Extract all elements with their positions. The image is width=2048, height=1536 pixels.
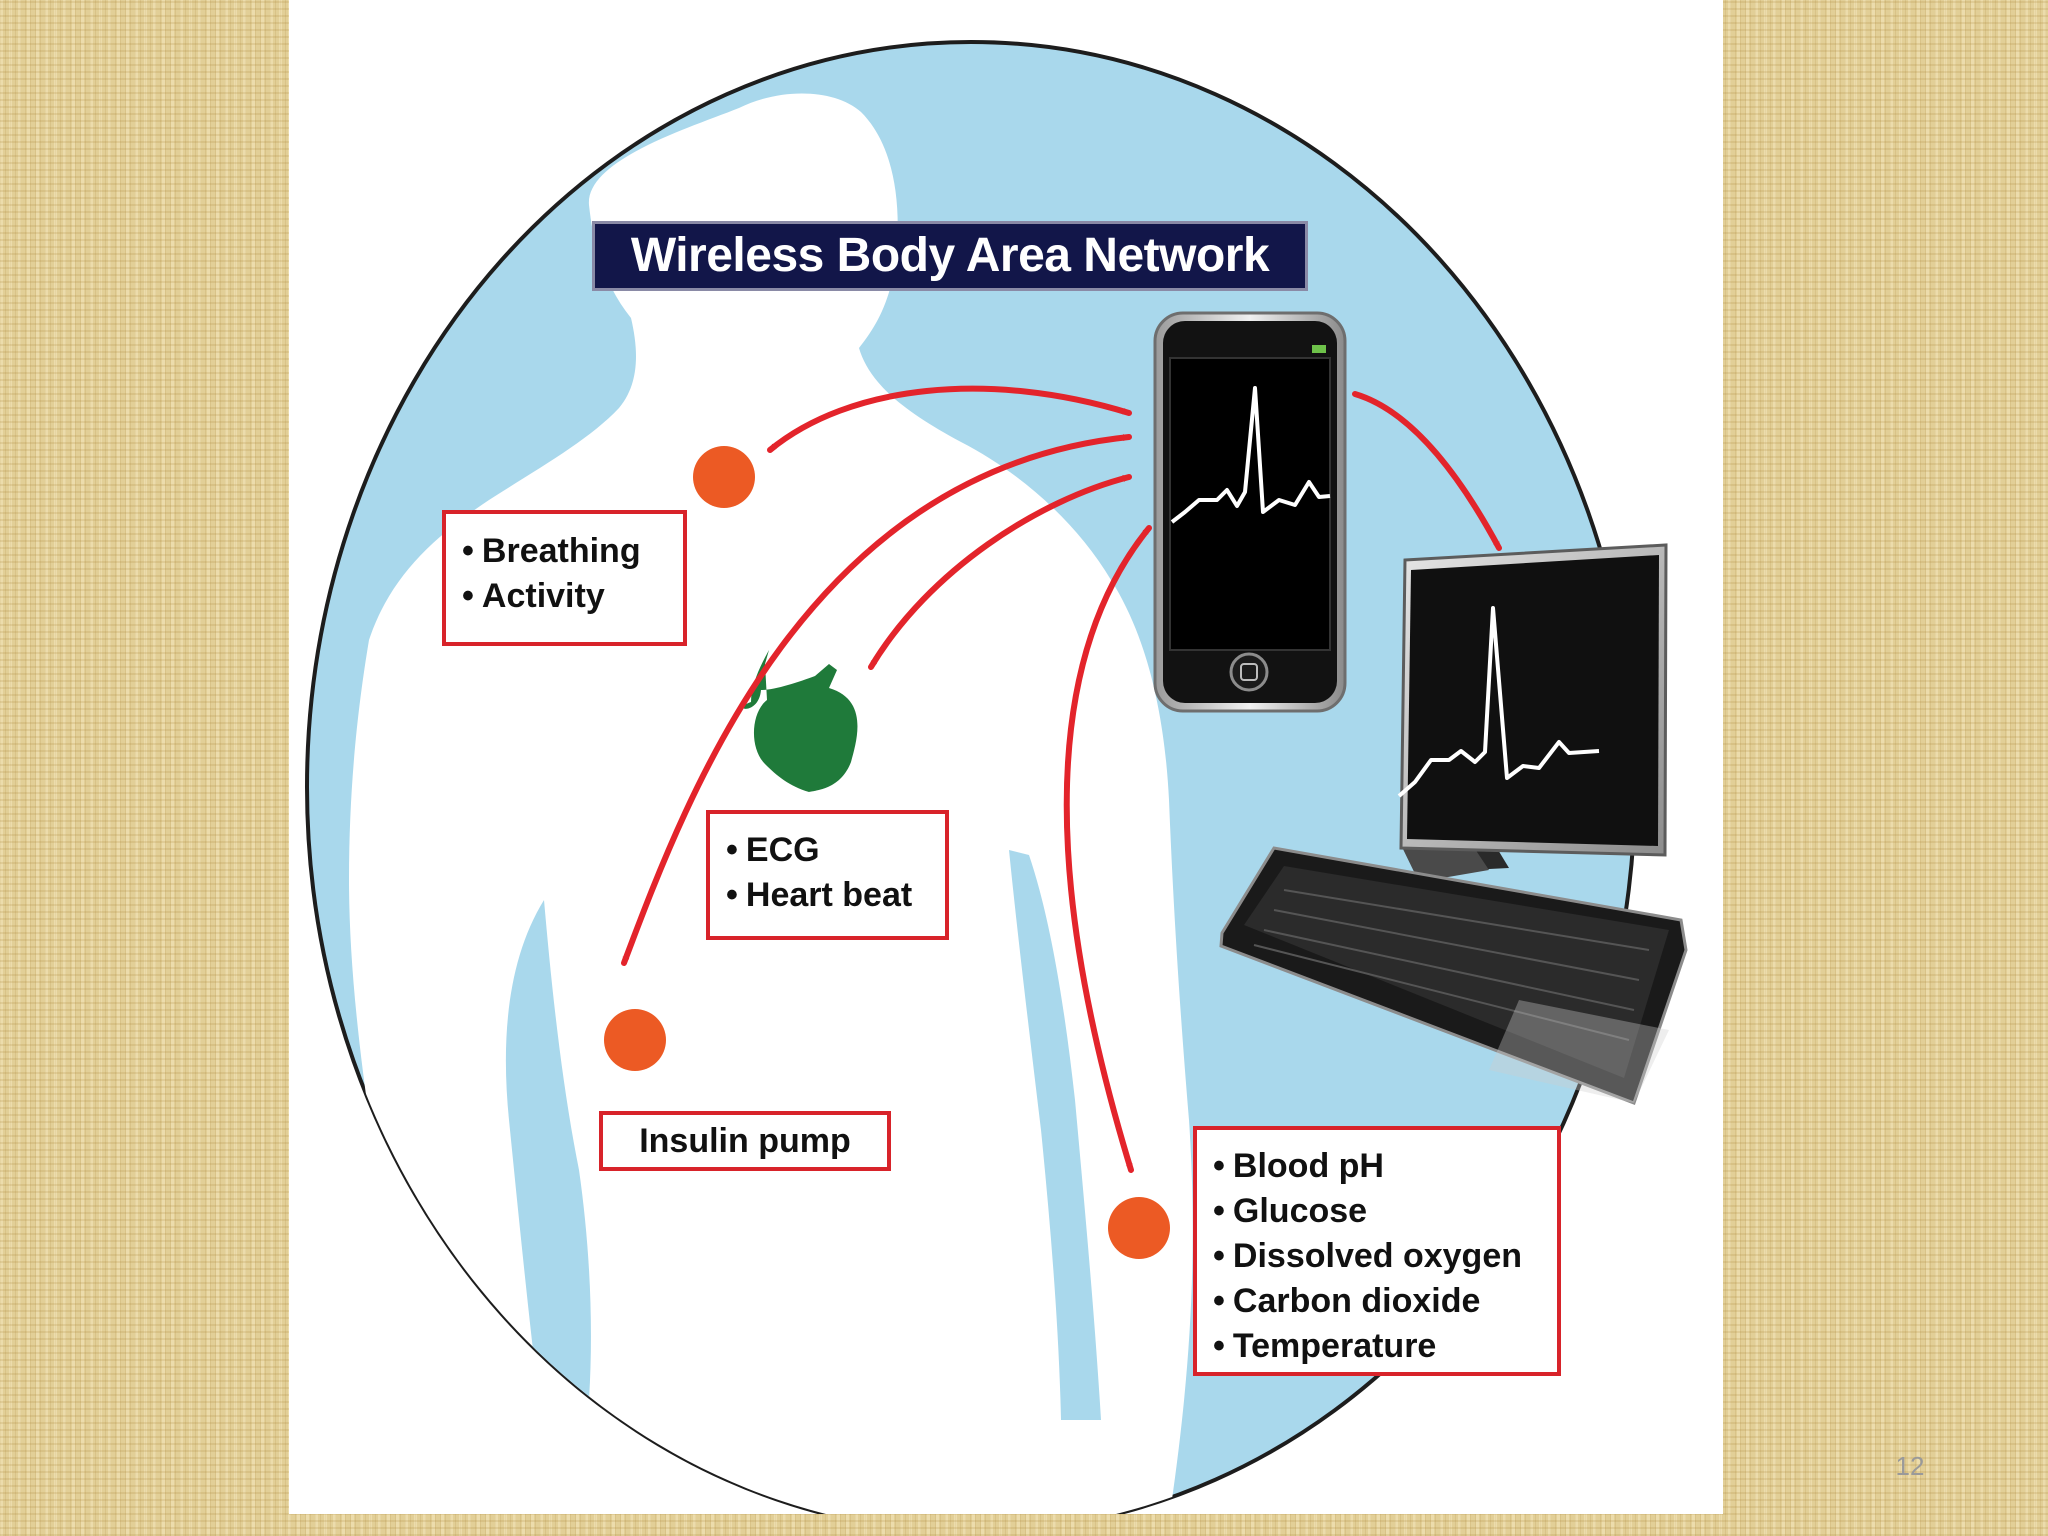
link-arrow <box>621 434 1132 966</box>
link-arrow <box>767 385 1132 453</box>
list-item: Glucose <box>1213 1189 1557 1234</box>
smartphone-icon <box>1153 311 1347 713</box>
diagram-title: Wireless Body Area Network <box>592 221 1308 291</box>
sensor-node-icon <box>693 446 755 508</box>
label-insulin-pump: Insulin pump <box>599 1111 891 1171</box>
link-arrow <box>1352 391 1502 551</box>
list-item: Temperature <box>1213 1324 1557 1369</box>
list-item: ECG <box>726 828 945 873</box>
list-item: Heart beat <box>726 873 945 918</box>
page-number: 12 <box>1895 1451 1925 1481</box>
list-item: Carbon dioxide <box>1213 1279 1557 1324</box>
link-arrows <box>621 385 1502 1173</box>
list-item: Dissolved oxygen <box>1213 1234 1557 1279</box>
list-item: Blood pH <box>1213 1144 1557 1189</box>
sensor-node-icon <box>1108 1197 1170 1259</box>
sensor-node-icon <box>604 1009 666 1071</box>
slide-panel: Wireless Body Area Network Breathing Act… <box>289 0 1723 1514</box>
desktop-computer-icon <box>1219 543 1688 1105</box>
list-item: Breathing <box>462 529 683 574</box>
ecg-list: ECG Heart beat <box>726 828 945 918</box>
label-ecg-heartbeat: ECG Heart beat <box>706 810 949 940</box>
link-arrow <box>1063 525 1152 1173</box>
label-breathing-activity: Breathing Activity <box>442 510 687 646</box>
list-item: Activity <box>462 574 683 619</box>
breathing-list: Breathing Activity <box>462 529 683 619</box>
label-blood-parameters: Blood pH Glucose Dissolved oxygen Carbon… <box>1193 1126 1561 1376</box>
blood-list: Blood pH Glucose Dissolved oxygen Carbon… <box>1213 1144 1557 1369</box>
link-arrow <box>868 474 1132 670</box>
